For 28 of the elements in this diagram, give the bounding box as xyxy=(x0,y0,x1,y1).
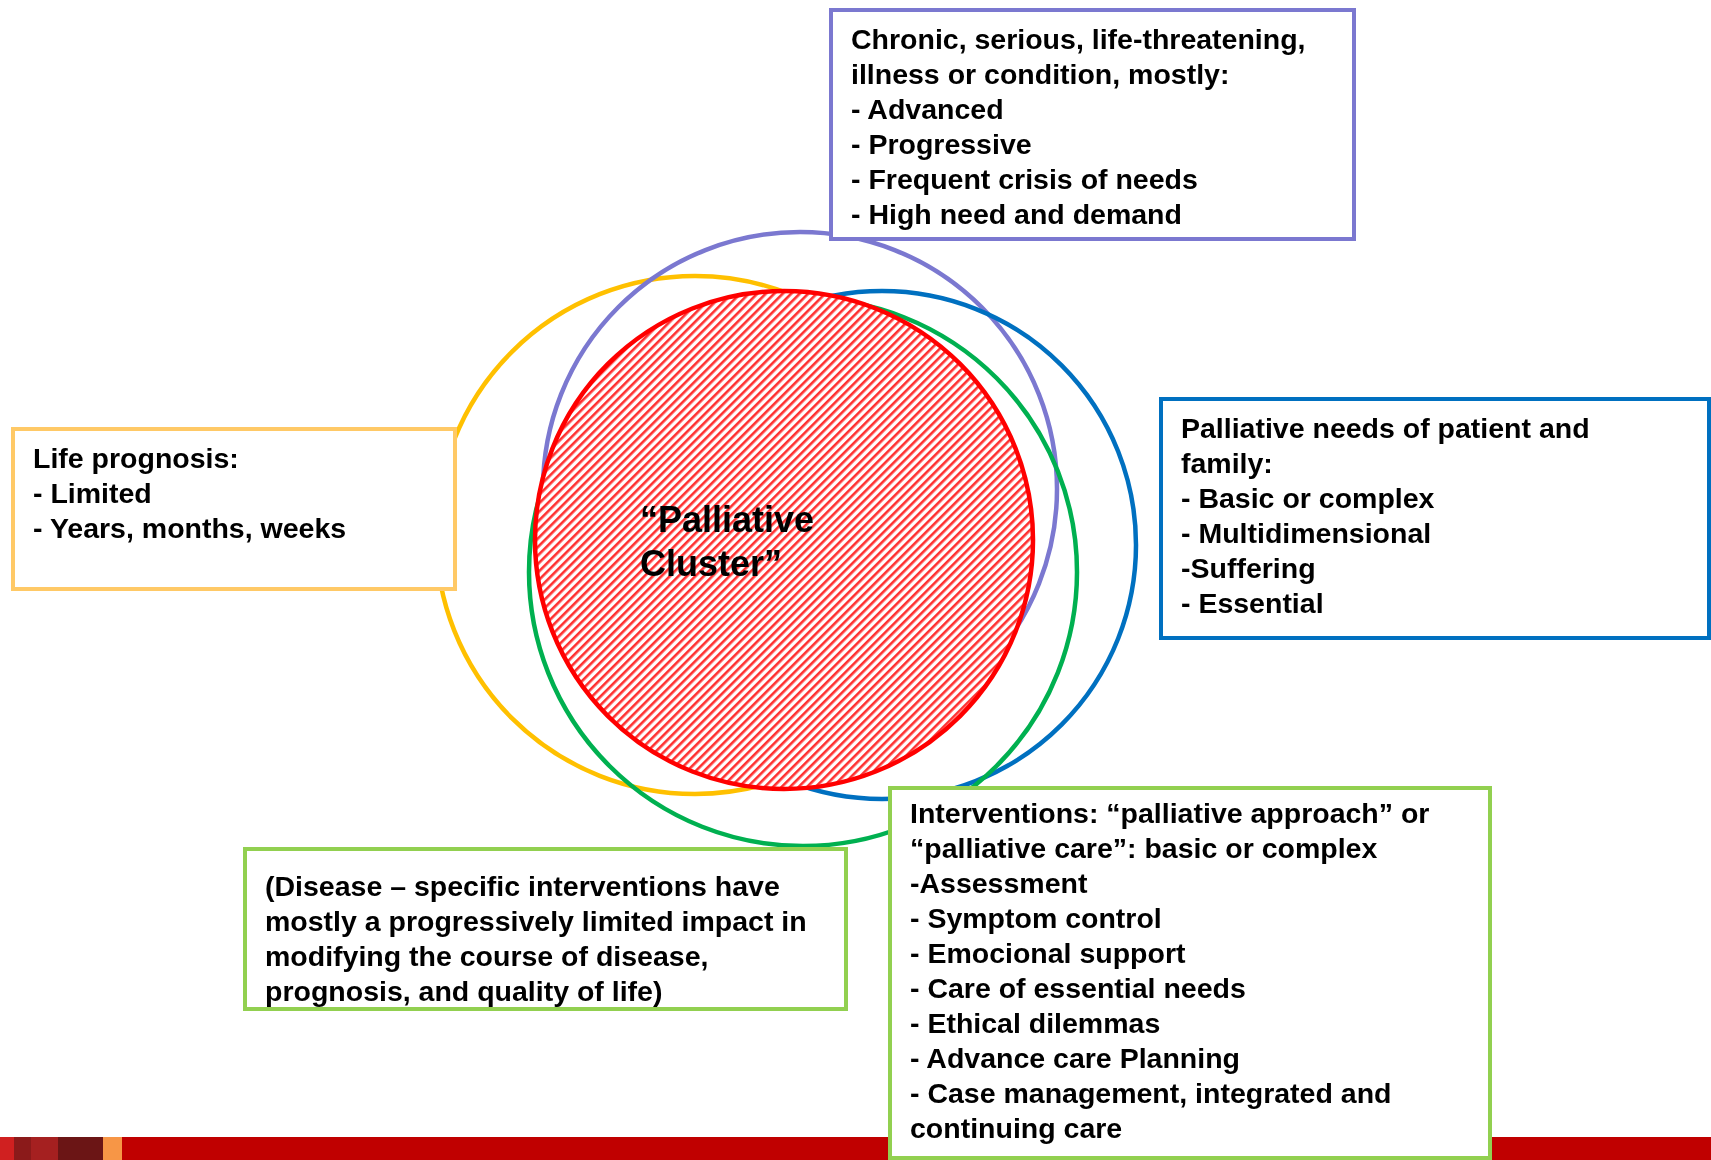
box-heading: (Disease – specific interventions have mostly a progressively limited impact in modifying the course of disease, prognosis, and quality of life) xyxy=(265,869,808,1009)
text-box xyxy=(829,8,1356,241)
list-item: - Ethical dilemmas xyxy=(910,1006,1162,1041)
list-item: - Emocional support xyxy=(910,936,1187,971)
list-item: - Basic or complex xyxy=(1181,481,1436,516)
box-heading: Palliative needs of patient and family: xyxy=(1181,411,1591,481)
list-item: - Multidimensional xyxy=(1181,516,1433,551)
box-heading: Life prognosis: xyxy=(33,441,240,476)
list-item: - High need and demand xyxy=(851,197,1183,232)
list-item: -Assessment xyxy=(910,866,1089,901)
box-heading: Interventions: “palliative approach” or “palliative care”: basic or complex xyxy=(910,796,1431,866)
list-item: - Limited xyxy=(33,476,153,511)
list-item: - Advance care Planning xyxy=(910,1041,1241,1076)
text-box xyxy=(11,427,457,591)
text-box xyxy=(243,847,848,1011)
list-item: - Progressive xyxy=(851,127,1033,162)
list-item: -Suffering xyxy=(1181,551,1317,586)
text-box xyxy=(1159,397,1711,640)
list-item: - Advanced xyxy=(851,92,1005,127)
list-item: - Care of essential needs xyxy=(910,971,1247,1006)
list-item: - Essential xyxy=(1181,586,1325,621)
list-item: - Years, months, weeks xyxy=(33,511,348,546)
list-item: - Symptom control xyxy=(910,901,1163,936)
list-item: - Frequent crisis of needs xyxy=(851,162,1199,197)
circle-label: “Palliative Cluster” xyxy=(640,498,816,586)
list-item: - Case management, integrated and continuing care xyxy=(910,1076,1393,1146)
text-box xyxy=(888,786,1492,1160)
box-heading: Chronic, serious, life-threatening, illness or condition, mostly: xyxy=(851,22,1307,92)
